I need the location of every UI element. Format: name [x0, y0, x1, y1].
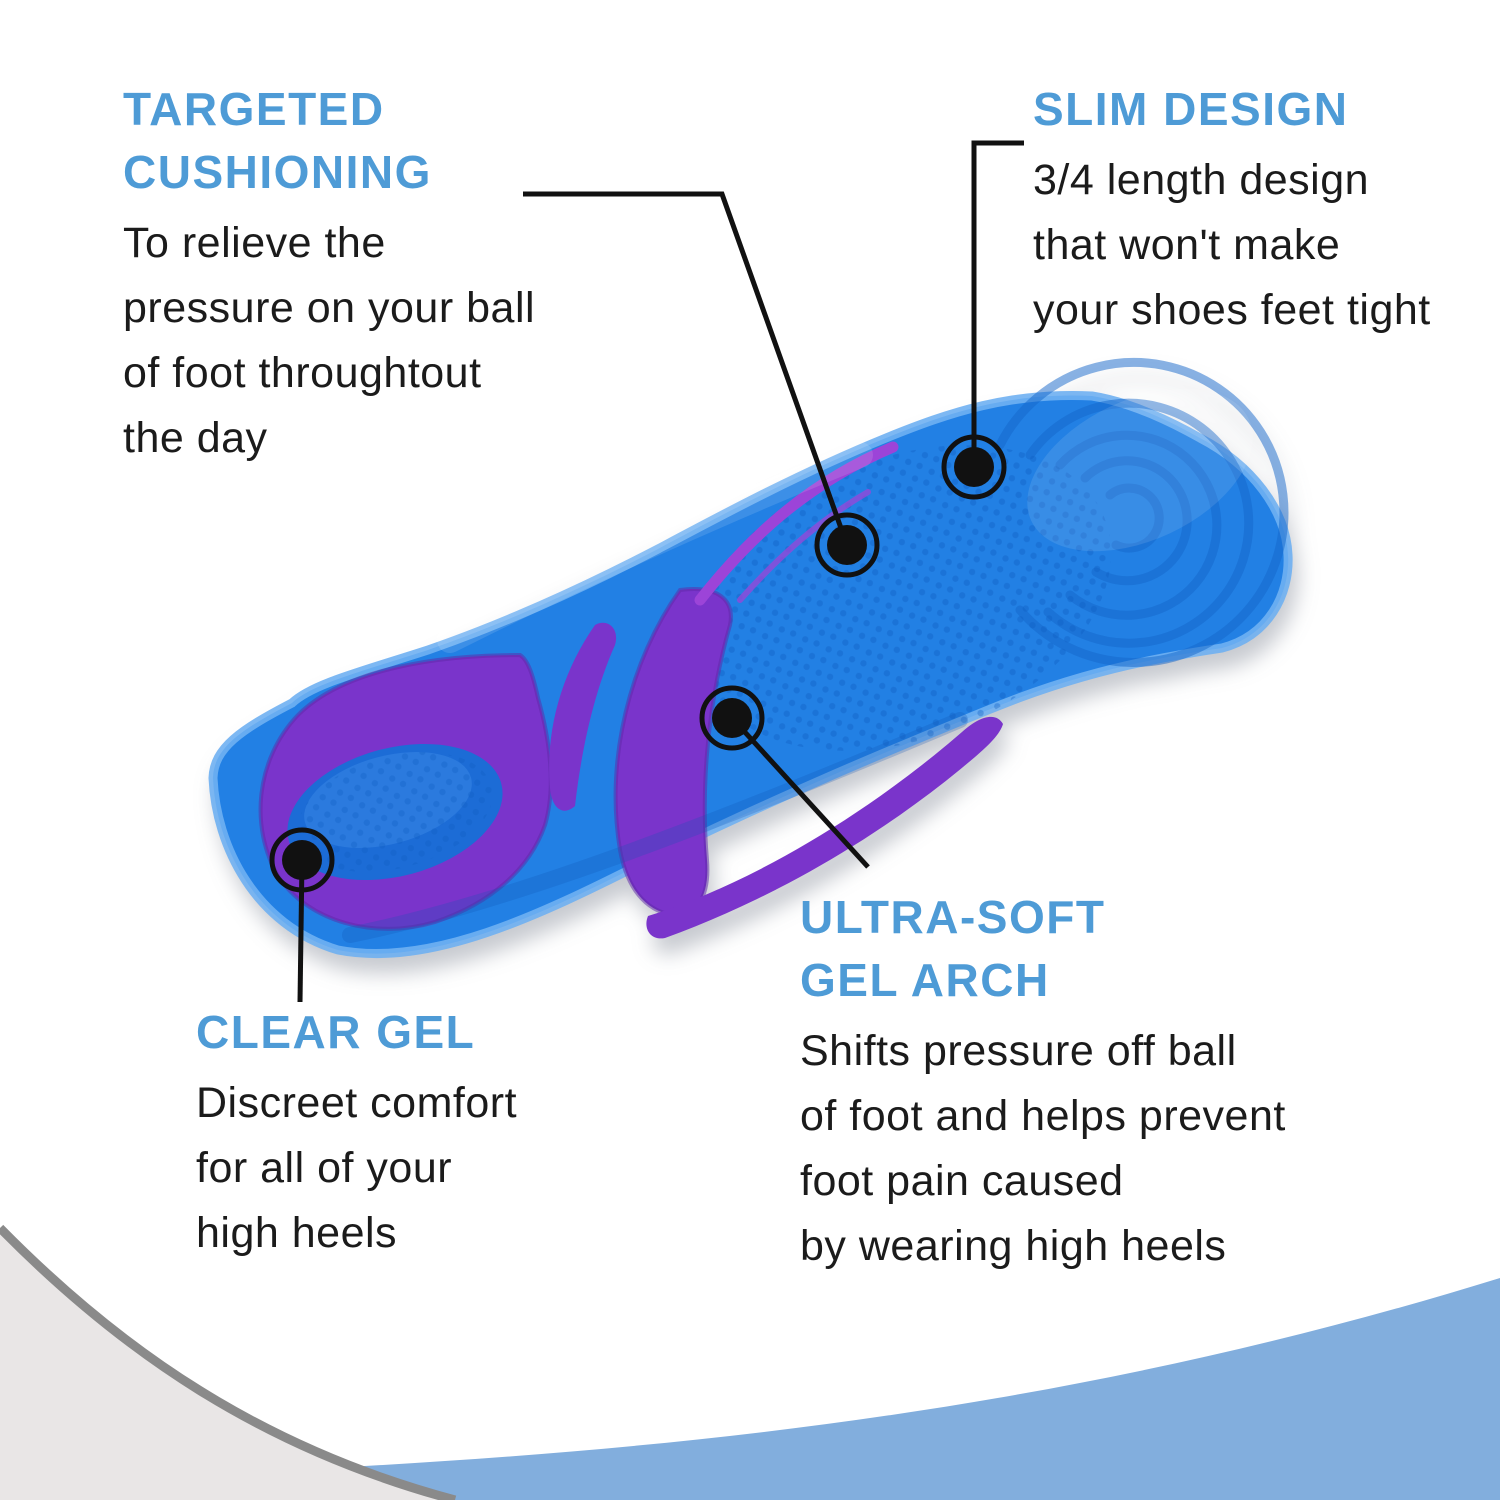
heading-line: GEL ARCH	[800, 954, 1050, 1006]
heading-line: CUSHIONING	[123, 146, 432, 198]
line-clear-gel	[297, 859, 305, 1003]
callout-heading: SLIM DESIGN	[1033, 78, 1493, 141]
body-line: pressure on your ball	[123, 284, 536, 332]
body-line: foot pain caused	[800, 1157, 1124, 1205]
heading-line: SLIM DESIGN	[1033, 83, 1349, 135]
callout-heading: ULTRA-SOFT GEL ARCH	[800, 886, 1380, 1012]
callout-body: To relieve the pressure on your ball of …	[123, 211, 643, 471]
body-line: that won't make	[1033, 221, 1341, 269]
gel-insole-image	[208, 358, 1293, 958]
ball-texture	[698, 445, 1112, 751]
callout-slim-design: SLIM DESIGN 3/4 length design that won't…	[1033, 78, 1493, 343]
callout-body: Discreet comfort for all of your high he…	[196, 1071, 616, 1266]
marker-dot-clear-gel	[269, 827, 335, 893]
toe-contour-ridges	[995, 358, 1289, 667]
callout-body: 3/4 length design that won't make your s…	[1033, 148, 1493, 343]
body-line: Discreet comfort	[196, 1079, 518, 1127]
top-thin-stripe	[694, 441, 899, 606]
callout-heading: TARGETED CUSHIONING	[123, 78, 643, 204]
body-line: the day	[123, 414, 268, 462]
marker-dot-ultra-soft	[699, 685, 765, 751]
body-line: of foot throughtout	[123, 349, 482, 397]
callout-lines	[297, 140, 1024, 1003]
gray-wave-shape	[0, 1228, 455, 1500]
marker-dot-targeted-cushioning	[814, 512, 880, 578]
front-purple-arc	[646, 716, 1003, 939]
toe-sheen	[1027, 388, 1253, 552]
line-ultra-soft	[730, 716, 870, 869]
body-line: your shoes feet tight	[1033, 286, 1431, 334]
arch-swoosh-small	[549, 622, 617, 811]
callout-targeted-cushioning: TARGETED CUSHIONING To relieve the press…	[123, 78, 643, 471]
callout-ultra-soft-gel-arch: ULTRA-SOFT GEL ARCH Shifts pressure off …	[800, 886, 1380, 1279]
callout-heading: CLEAR GEL	[196, 1001, 616, 1064]
heading-line: TARGETED	[123, 83, 385, 135]
callout-body: Shifts pressure off ball of foot and hel…	[800, 1019, 1380, 1279]
body-line: To relieve the	[123, 219, 386, 267]
body-line: Shifts pressure off ball	[800, 1027, 1237, 1075]
gray-wave-stroke	[0, 1224, 457, 1500]
heading-line: CLEAR GEL	[196, 1006, 476, 1058]
heading-line: ULTRA-SOFT	[800, 891, 1106, 943]
line-targeted-cushioning	[523, 191, 850, 546]
body-line: of foot and helps prevent	[800, 1092, 1286, 1140]
callout-clear-gel: CLEAR GEL Discreet comfort for all of yo…	[196, 1001, 616, 1266]
body-line: high heels	[196, 1209, 398, 1257]
marker-dots	[269, 434, 1007, 893]
bottom-wave-decoration	[0, 1224, 1500, 1500]
blue-wave-shape	[330, 1278, 1500, 1500]
heel-gel-pad	[287, 743, 503, 881]
body-line: 3/4 length design	[1033, 156, 1370, 204]
line-slim-design	[971, 140, 1024, 467]
body-line: for all of your	[196, 1144, 453, 1192]
bottom-edge-shading	[342, 712, 968, 943]
marker-dot-slim-design	[941, 434, 1007, 500]
midfoot-sheen	[437, 442, 873, 653]
body-line: by wearing high heels	[800, 1222, 1227, 1270]
top-thin-stripe-2	[737, 489, 871, 603]
